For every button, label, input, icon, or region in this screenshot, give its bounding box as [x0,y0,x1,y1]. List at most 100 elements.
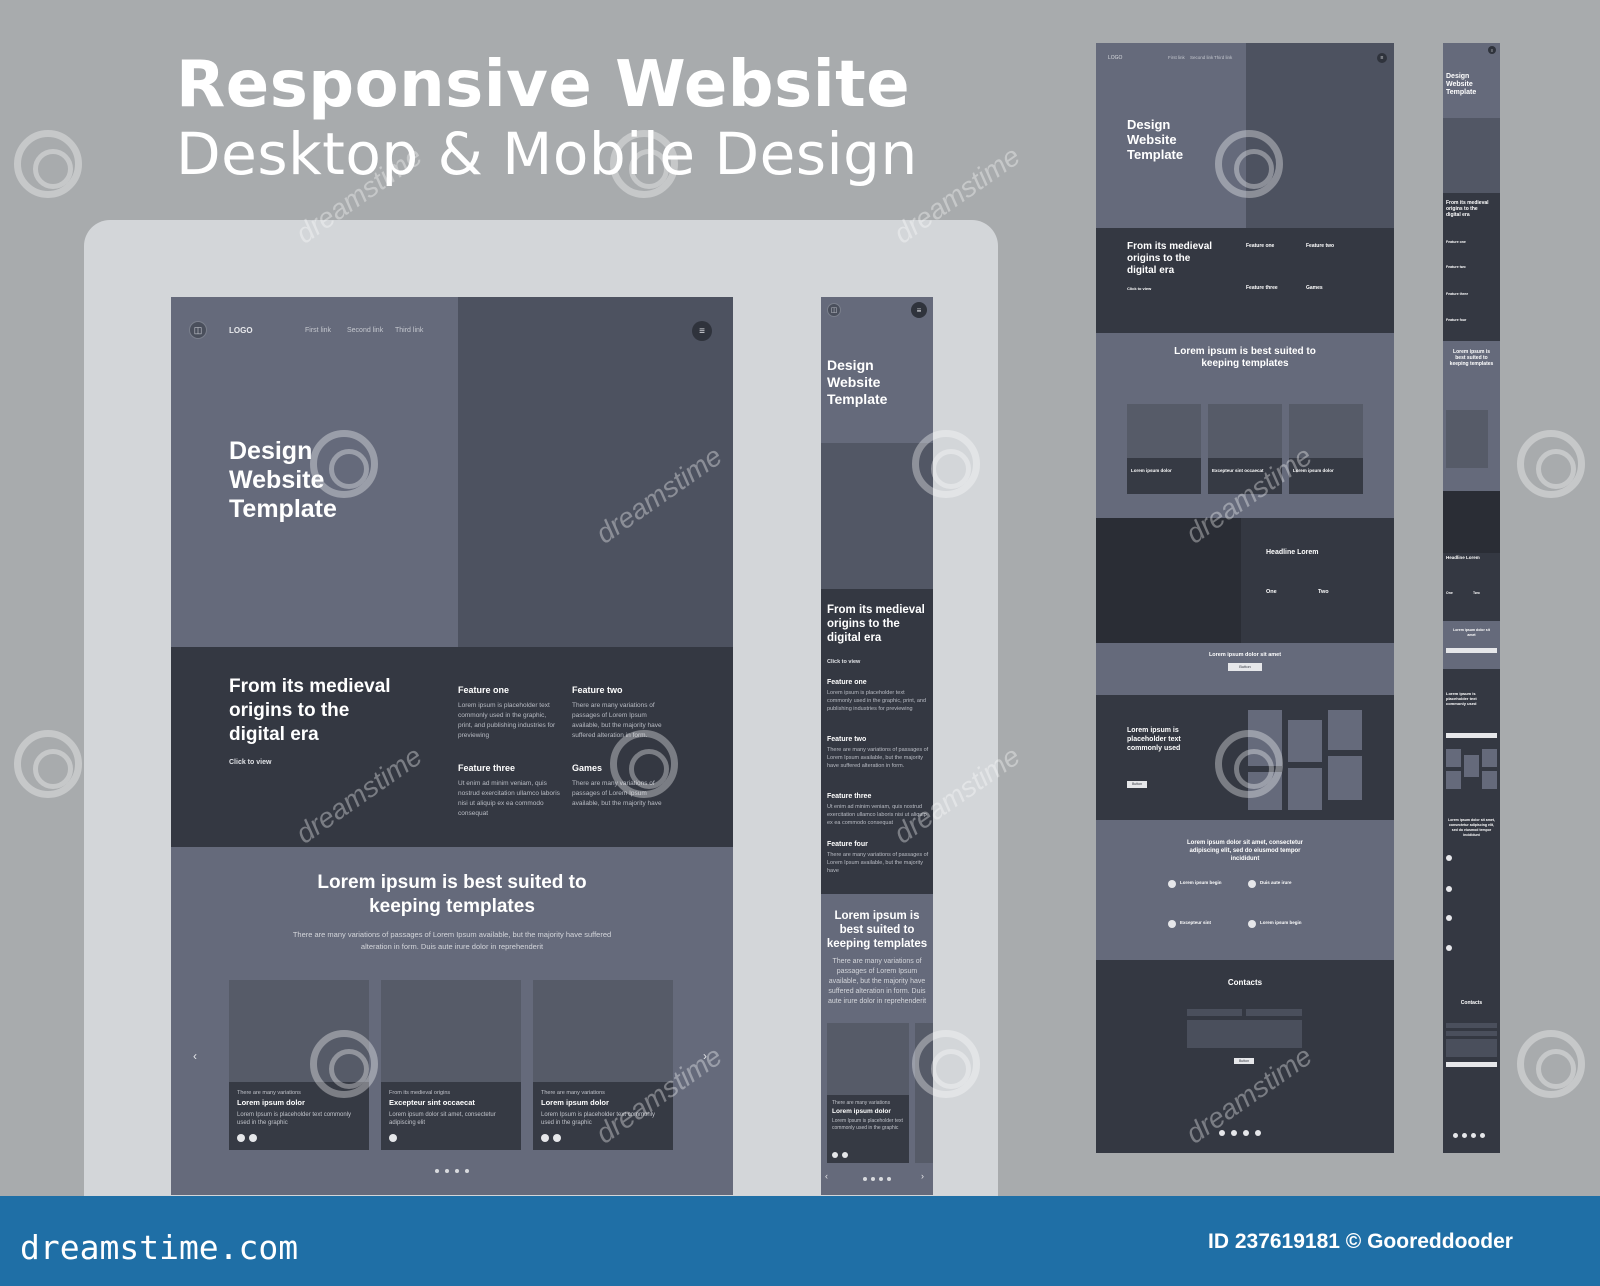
carousel-next-icon[interactable]: › [703,1049,707,1063]
carousel-next-icon[interactable]: › [921,1171,924,1181]
click-to-view-link[interactable]: Click to view [229,759,272,766]
mobile-mockup: ◫ ≡ Design Website Template From its med… [821,297,933,1195]
nav-logo[interactable]: LOGO [1108,55,1123,61]
card[interactable]: Lorem ipsum dolor [1127,404,1201,494]
card[interactable]: There are many variations Lorem ipsum do… [533,980,673,1150]
message-textarea[interactable] [1187,1020,1302,1048]
watermark-logo-icon [1517,430,1585,498]
click-to-view-link[interactable]: Click to view [827,659,861,665]
nav-link-second[interactable]: Second link [347,327,384,334]
mobile-cards-description: There are many variations of passages of… [827,958,927,1005]
page-dot[interactable] [435,1169,439,1173]
cards-section: Lorem ipsum is best suited to keeping te… [171,847,733,1195]
action-icon[interactable] [553,1134,561,1142]
list-bullet-icon [1248,920,1256,928]
carousel-pagination[interactable] [435,1169,469,1173]
email-input[interactable] [1446,1031,1497,1036]
watermark-logo-icon [1215,730,1283,798]
name-input[interactable] [1446,1023,1497,1028]
desktop-navbar: ◫ LOGO First link Second link Third link… [171,297,733,359]
social-icon[interactable] [1471,1133,1476,1138]
card-image-placeholder [381,980,521,1082]
social-icon[interactable] [1255,1130,1261,1136]
submit-button[interactable]: Button [1234,1058,1254,1064]
social-icon[interactable] [1219,1130,1225,1136]
menu-icon[interactable]: ≡ [911,302,927,318]
social-icon[interactable] [1480,1133,1485,1138]
action-icon[interactable] [842,1152,848,1158]
page-dot[interactable] [455,1169,459,1173]
action-icon[interactable] [249,1134,257,1142]
submit-button[interactable] [1446,1062,1497,1067]
full-page-mobile-mockup: ≡ Design Website Template From its medie… [1443,43,1500,1153]
watermark-logo-icon [1517,1030,1585,1098]
social-icon[interactable] [1462,1133,1467,1138]
social-icon[interactable] [1243,1130,1249,1136]
card[interactable]: There are many variations Lorem ipsum do… [827,1023,909,1163]
contacts-heading: Contacts [1460,1000,1483,1006]
hero-image-placeholder [1246,43,1394,228]
mobile-cards-heading: Lorem ipsum is best suited to keeping te… [826,910,928,950]
name-input[interactable] [1187,1009,1242,1016]
card-image-placeholder [533,980,673,1082]
gallery-image [1288,768,1322,810]
menu-icon[interactable]: ≡ [1377,53,1387,63]
feature-item: Games There are many variations of passa… [572,763,662,807]
gallery-image [1288,720,1322,762]
email-input[interactable] [1246,1009,1302,1016]
hero-image-placeholder [1443,118,1500,193]
carousel-pagination[interactable] [863,1177,891,1181]
gallery-image [1328,710,1362,750]
nav-link-first[interactable]: First link [305,327,332,334]
social-icon[interactable] [1453,1133,1458,1138]
list-bullet-icon [1446,945,1452,951]
brand-logo: dreamstime.com [20,1228,299,1267]
list-bullet-icon [1168,880,1176,888]
page-dot[interactable] [465,1169,469,1173]
band-button[interactable] [1446,648,1497,653]
card[interactable]: Lorem ipsum dolor [1289,404,1363,494]
list-bullet-icon [1446,855,1452,861]
gallery-image [1482,771,1497,789]
watermark-logo-icon [310,430,378,498]
cards-description: There are many variations of passages of… [292,930,612,951]
card[interactable]: From its medieval origins Excepteur sint… [381,980,521,1150]
action-icon[interactable] [237,1134,245,1142]
nav-link-third[interactable]: Third link [395,327,424,334]
band-button[interactable]: Button [1228,663,1262,671]
page-dot[interactable] [863,1177,867,1181]
nav-logo[interactable]: LOGO [229,326,253,335]
button[interactable] [1446,733,1497,738]
button[interactable]: Button [1127,781,1147,788]
image-credit: ID 237619181 © Gooreddooder [1208,1230,1513,1253]
mobile-hero-heading: Design Website Template [827,357,888,407]
image-placeholder [1443,491,1500,553]
card[interactable] [1446,410,1488,468]
list-bullet-icon [1446,886,1452,892]
page-title: Responsive Website [176,48,911,122]
action-icon[interactable] [541,1134,549,1142]
page-dot[interactable] [445,1169,449,1173]
feature-item: Feature two There are many variations of… [572,685,662,739]
message-textarea[interactable] [1446,1039,1497,1057]
list-bullet-icon [1248,880,1256,888]
watermark-logo-icon [1215,130,1283,198]
carousel-prev-icon[interactable]: ‹ [825,1171,828,1181]
social-icon[interactable] [1231,1130,1237,1136]
action-icon[interactable] [389,1134,397,1142]
watermark-logo-icon [14,130,82,198]
full-page-desktop-mockup: LOGO First link Second link Third link ≡… [1096,43,1394,1153]
hero-heading: Design Website Template [229,437,337,523]
menu-icon[interactable]: ≡ [692,321,712,341]
page-dot[interactable] [871,1177,875,1181]
menu-icon[interactable]: ≡ [1488,46,1496,54]
feature-item: Feature one Lorem ipsum is placeholder t… [458,685,556,739]
card[interactable]: Excepteur sint occaecat [1208,404,1282,494]
gallery-image [1446,771,1461,789]
action-icon[interactable] [832,1152,838,1158]
carousel-prev-icon[interactable]: ‹ [193,1049,197,1063]
page-dot[interactable] [879,1177,883,1181]
cards-heading: Lorem ipsum is best suited to keeping te… [317,872,587,917]
hero-heading: Design Website Template [1127,117,1184,162]
page-dot[interactable] [887,1177,891,1181]
